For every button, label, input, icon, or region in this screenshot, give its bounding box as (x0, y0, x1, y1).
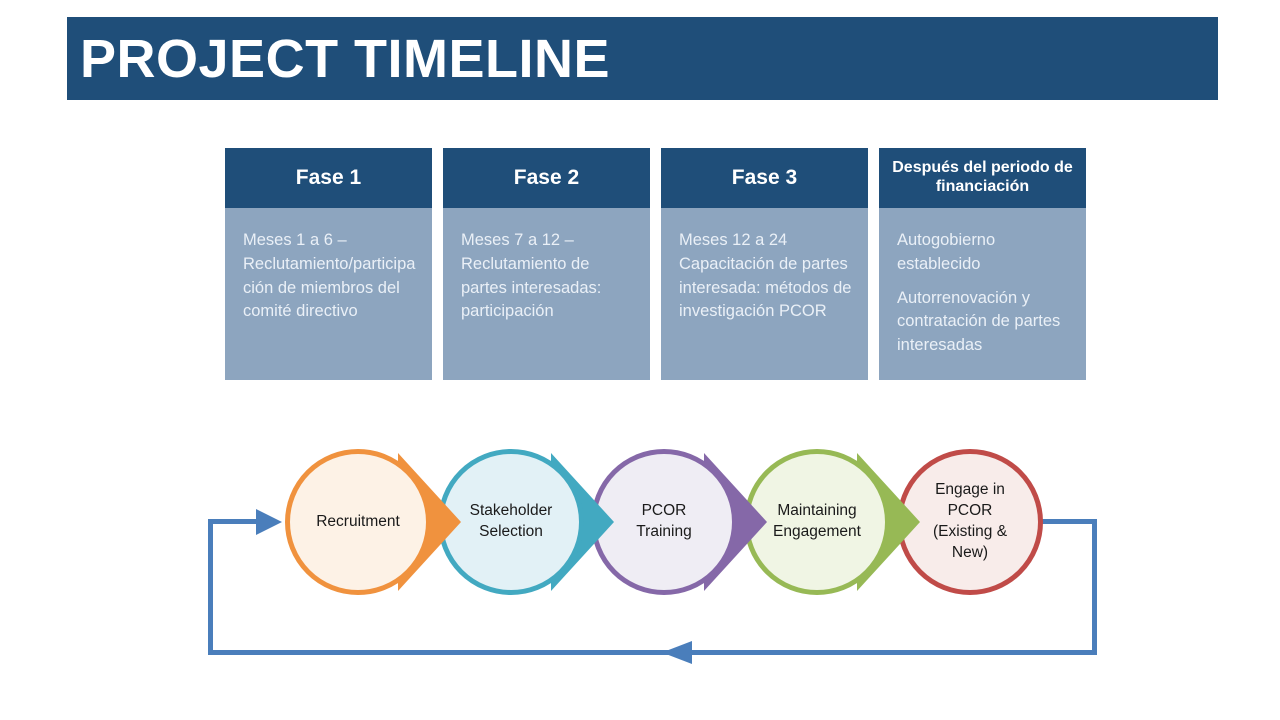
step-label: Stakeholder Selection (469, 502, 553, 540)
page-title: PROJECT TIMELINE (80, 28, 611, 89)
phase-text: Meses 1 a 6 – Reclutamiento/participació… (243, 231, 416, 321)
loop-line-left-vertical (208, 519, 213, 655)
phase-column-2: Fase 2 Meses 7 a 12 – Reclutamiento de p… (443, 148, 650, 380)
flow-step-engage-in-pcor: Engage in PCOR (Existing & New) (897, 449, 1077, 595)
phase-text: Meses 7 a 12 – Reclutamiento de partes i… (461, 231, 602, 321)
phase-text: Meses 12 a 24 Capacitación de partes int… (679, 231, 852, 321)
phase-body: Meses 1 a 6 – Reclutamiento/participació… (225, 208, 432, 380)
loop-line-right-vertical (1092, 519, 1097, 655)
phase-body: Autogobierno establecido Autorrenovación… (879, 208, 1086, 380)
loop-line-right-horizontal (1040, 519, 1097, 524)
flow-step-pcor-training: PCOR Training (591, 449, 771, 595)
phase-body: Meses 7 a 12 – Reclutamiento de partes i… (443, 208, 650, 380)
flow-step-recruitment: Recruitment (285, 449, 465, 595)
phase-header: Fase 1 (225, 148, 432, 208)
step-circle: Recruitment (285, 449, 431, 595)
step-label: Recruitment (316, 512, 400, 530)
phase-text: Autogobierno establecido (897, 231, 996, 273)
phase-header: Fase 2 (443, 148, 650, 208)
phase-column-4: Después del periodo de financiación Auto… (879, 148, 1086, 380)
step-circle: Maintaining Engagement (744, 449, 890, 595)
loop-line-bottom (208, 650, 1097, 655)
step-label: PCOR Training (636, 502, 692, 540)
arrowhead-right-icon (256, 509, 282, 535)
phase-header: Después del periodo de financiación (879, 148, 1086, 208)
step-label: Engage in PCOR (Existing & New) (932, 481, 1008, 561)
arrowhead-left-icon (662, 641, 692, 664)
phase-header: Fase 3 (661, 148, 868, 208)
phase-body: Meses 12 a 24 Capacitación de partes int… (661, 208, 868, 380)
loop-line-left-horizontal (208, 519, 260, 524)
title-bar: PROJECT TIMELINE (67, 17, 1218, 100)
phase-column-1: Fase 1 Meses 1 a 6 – Reclutamiento/parti… (225, 148, 432, 380)
flow-step-maintaining-engagement: Maintaining Engagement (744, 449, 924, 595)
step-circle: PCOR Training (591, 449, 737, 595)
phase-column-3: Fase 3 Meses 12 a 24 Capacitación de par… (661, 148, 868, 380)
phase-text: Autorrenovación y contratación de partes… (897, 288, 1061, 355)
flow-step-stakeholder-selection: Stakeholder Selection (438, 449, 618, 595)
step-label: Maintaining Engagement (773, 502, 861, 540)
